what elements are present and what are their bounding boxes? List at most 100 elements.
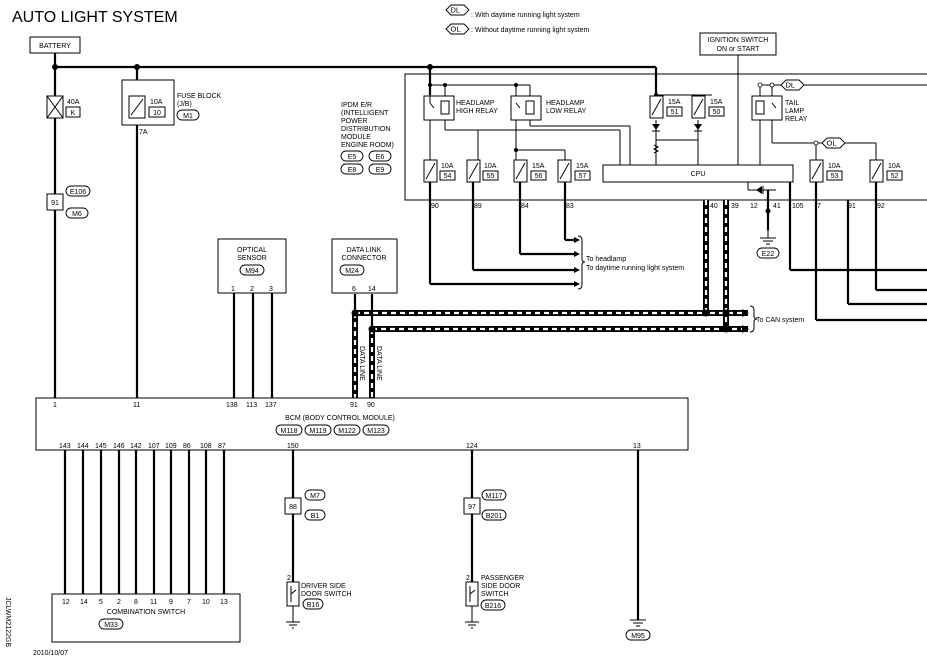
dl-tag-ipdm [780, 79, 805, 91]
svg-text:15A: 15A [532, 163, 545, 170]
svg-text:DRIVER SIDE: DRIVER SIDE [301, 583, 346, 590]
svg-text:M94: M94 [245, 268, 259, 275]
fuse-54: 10A 54 [423, 159, 456, 183]
svg-text:113: 113 [246, 402, 257, 409]
svg-text:92: 92 [877, 203, 885, 210]
svg-text:DISTRIBUTION: DISTRIBUTION [341, 126, 390, 133]
cpu-label: CPU [691, 171, 706, 178]
svg-text:FUSE BLOCK: FUSE BLOCK [177, 93, 222, 100]
svg-text:M123: M123 [367, 428, 385, 435]
svg-text:143: 143 [59, 443, 71, 450]
svg-text:150: 150 [287, 443, 299, 450]
passenger-door-switch: 2 PASSENGER SIDE DOOR SWITCH B216 [465, 575, 524, 629]
svg-text:40: 40 [710, 203, 718, 210]
headlamp-arrows [574, 235, 586, 290]
optical-wires [232, 293, 274, 398]
svg-text:10A: 10A [441, 163, 454, 170]
svg-text:B16: B16 [307, 602, 320, 609]
diagram-title: AUTO LIGHT SYSTEM [12, 9, 178, 26]
can-lines [351, 200, 758, 398]
svg-text:DATA LINK: DATA LINK [347, 247, 382, 254]
svg-text:91: 91 [350, 402, 358, 409]
resistor [652, 144, 660, 154]
bcm-box [35, 397, 689, 451]
ground-e22: E22 [756, 230, 780, 259]
svg-text:91: 91 [51, 200, 59, 207]
svg-text:HEADLAMP: HEADLAMP [456, 100, 495, 107]
svg-text:90: 90 [431, 203, 439, 210]
svg-text:POWER: POWER [341, 118, 367, 125]
svg-text:52: 52 [891, 173, 899, 180]
fuse-55: 10A 55 [466, 159, 499, 183]
svg-text:54: 54 [444, 173, 452, 180]
ipdm-label: IPDM E/R (INTELLIGENT POWER DISTRIBUTION… [340, 102, 394, 175]
svg-text:87: 87 [218, 443, 226, 450]
svg-text:105: 105 [792, 203, 804, 210]
svg-text:88: 88 [289, 504, 297, 511]
optical-sensor: OPTICAL SENSOR M94 1 2 3 [217, 238, 287, 294]
fuse-57: 15A 57 [557, 159, 591, 183]
svg-text:11: 11 [150, 599, 157, 606]
joint-connector-m117: 97 M117 B201 [463, 489, 507, 521]
svg-text:10A: 10A [150, 99, 163, 106]
ignition-label-2: ON or START [717, 46, 761, 53]
svg-text:M118: M118 [281, 428, 298, 435]
diagram-code: JCLWM2122GB [4, 597, 11, 647]
svg-text:LOW RELAY: LOW RELAY [546, 108, 587, 115]
data-line-label-1: DATA LINE [358, 346, 365, 381]
ipdm-pins: 90 89 84 83 40 39 12 41 105 7 91 92 [431, 203, 885, 210]
svg-text:DL: DL [786, 81, 796, 90]
ignition-label-1: IGNITION SWITCH [708, 37, 769, 44]
legend-dl-tag: DL [451, 6, 461, 15]
svg-text:9: 9 [169, 599, 173, 606]
svg-text:89: 89 [474, 203, 482, 210]
svg-text:M6: M6 [72, 211, 82, 218]
svg-text:56: 56 [535, 173, 543, 180]
svg-text:10A: 10A [888, 163, 901, 170]
fuse-52: 10A 52 [869, 159, 903, 183]
bcm-pins-bottom: 143 144 145 146 142 107 109 86 108 87 15… [59, 443, 641, 450]
diode-50 [694, 124, 702, 130]
svg-text:90: 90 [367, 402, 375, 409]
svg-text:15A: 15A [576, 163, 589, 170]
svg-text:7: 7 [817, 203, 821, 210]
svg-text:55: 55 [487, 173, 495, 180]
svg-text:10: 10 [202, 599, 210, 606]
fuse-50: 15A 50 [691, 95, 725, 119]
svg-text:50: 50 [713, 109, 721, 116]
headlamp-high-relay: HEADLAMP HIGH RELAY [423, 95, 498, 121]
legend-ol-text: Without daytime running light system [475, 27, 590, 34]
svg-text:86: 86 [183, 443, 191, 450]
svg-text:13: 13 [220, 599, 228, 606]
legend-ol-dash: : [471, 27, 473, 34]
svg-text:B1: B1 [311, 513, 320, 520]
combination-switch: 12 14 5 2 8 11 9 7 10 13 COMBINATION SWI… [51, 593, 241, 643]
svg-text:HIGH RELAY: HIGH RELAY [456, 108, 498, 115]
fuse-53: 10A 53 [809, 159, 843, 183]
svg-text:53: 53 [831, 173, 839, 180]
ipdm-box [404, 73, 927, 201]
diode-tail [756, 186, 762, 194]
svg-text:51: 51 [671, 109, 679, 116]
svg-text:142: 142 [130, 443, 142, 450]
svg-text:138: 138 [226, 402, 238, 409]
driver-door-switch: 2 DRIVER SIDE DOOR SWITCH B16 [286, 575, 352, 629]
svg-text:M95: M95 [631, 633, 645, 640]
svg-text:12: 12 [750, 203, 758, 210]
svg-text:B216: B216 [485, 603, 501, 610]
svg-text:144: 144 [77, 443, 89, 450]
svg-text:DOOR SWITCH: DOOR SWITCH [301, 591, 352, 598]
svg-text:(INTELLIGENT: (INTELLIGENT [341, 110, 389, 117]
joint-connector-m7: 88 M7 B1 [284, 489, 326, 521]
svg-text:E22: E22 [762, 251, 775, 258]
svg-text:83: 83 [566, 203, 574, 210]
svg-text:40A: 40A [67, 99, 80, 106]
svg-text:2: 2 [117, 599, 121, 606]
legend-dl-dash: : [471, 12, 473, 19]
svg-text:PASSENGER: PASSENGER [481, 575, 524, 582]
joint-connector-e106: 91 E106 M6 [46, 185, 91, 219]
dest-drl: To daytime running light system [586, 265, 684, 272]
svg-text:E6: E6 [376, 154, 385, 161]
svg-text:OPTICAL: OPTICAL [237, 247, 267, 254]
dest-headlamp: To headlamp [586, 256, 626, 263]
